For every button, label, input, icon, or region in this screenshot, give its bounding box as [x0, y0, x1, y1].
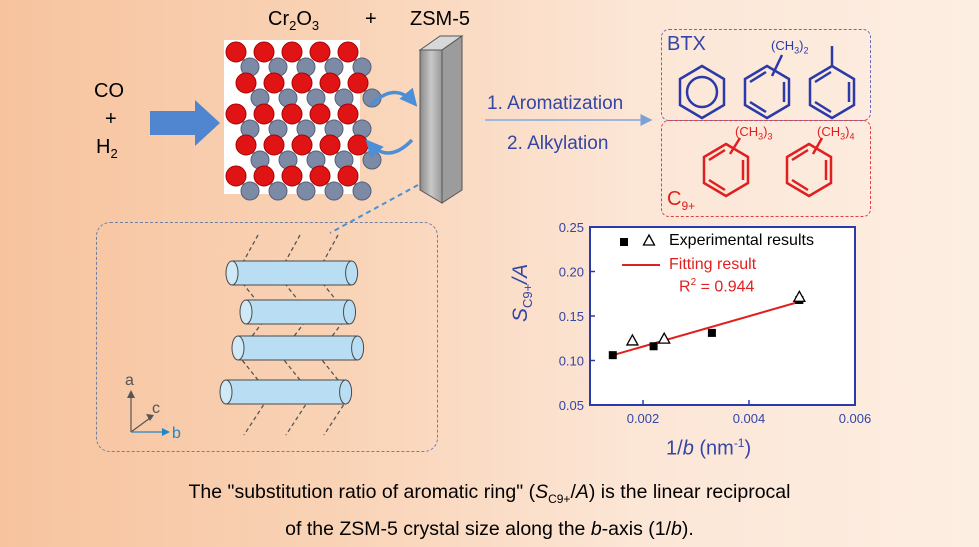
legend-triangle-marker: [642, 233, 656, 246]
data-point-triangle: [625, 333, 639, 346]
x-tick-label: 0.002: [627, 411, 660, 426]
feed-plus: +: [105, 108, 117, 130]
feed-co: CO: [94, 80, 124, 102]
fit-line: [612, 300, 800, 357]
axis-b-label: b: [172, 425, 181, 442]
feed-arrow: [150, 100, 220, 146]
c9-substituent-b: (CH3)4: [817, 124, 855, 142]
cr2o3-label: Cr2O3: [268, 8, 320, 33]
chart-ylabel: SC9+/A: [509, 263, 536, 322]
x-tick-label: 0.004: [733, 411, 766, 426]
c9-molecules: [702, 137, 833, 198]
legend-square-marker: [620, 238, 628, 246]
axis-a-label: a: [125, 372, 134, 389]
crystal-axes-icon: [127, 390, 170, 436]
zsm5-zoom-box: [96, 222, 438, 452]
caption: The "substitution ratio of aromatic ring…: [0, 477, 979, 544]
zoom-connector: [329, 184, 419, 234]
y-tick-label: 0.05: [559, 398, 584, 413]
plus-sign: +: [365, 8, 377, 30]
legend-r2: R2 = 0.944: [679, 277, 755, 296]
data-point-square: [649, 342, 658, 351]
chart-xlabel: 1/b (nm-1): [666, 436, 752, 460]
c9-label: C9+: [667, 188, 696, 213]
scatter-chart: 0.05 0.10 0.15 0.20 0.25 0.002 0.004 0.006: [559, 220, 872, 426]
data-point-square: [707, 328, 716, 337]
legend-fitting: Fitting result: [669, 256, 757, 273]
caption-line-2: of the ZSM-5 crystal size along the b-ax…: [285, 517, 694, 540]
x-tick-label: 0.006: [839, 411, 872, 426]
exchange-arrows: [365, 87, 418, 159]
reaction-step-1: 1. Aromatization: [487, 93, 624, 114]
feed-h2: H2: [96, 136, 118, 161]
y-tick-label: 0.15: [559, 309, 584, 324]
legend-experimental: Experimental results: [669, 232, 814, 249]
cr2o3-crystal-image: [224, 40, 382, 201]
zsm5-crystal: [418, 35, 464, 204]
c9-substituent-a: (CH3)3: [735, 124, 773, 142]
chart-plot-area: [589, 226, 856, 406]
btx-substituent: (CH3)2: [771, 38, 809, 56]
axis-c-label: c: [152, 400, 160, 417]
zsm5-label: ZSM-5: [410, 8, 470, 30]
reaction-step-2: 2. Alkylation: [507, 133, 609, 154]
data-point-triangle: [657, 331, 671, 344]
zsm5-channel-structure: [219, 234, 365, 436]
btx-label: BTX: [667, 33, 706, 55]
caption-line-1: The "substitution ratio of aromatic ring…: [188, 481, 791, 506]
btx-molecules: [678, 46, 856, 120]
y-tick-label: 0.20: [559, 265, 584, 280]
y-tick-label: 0.10: [559, 354, 584, 369]
y-tick-label: 0.25: [559, 220, 584, 235]
data-point-triangle: [792, 289, 806, 302]
data-point-square: [608, 351, 617, 360]
c9-box: [661, 120, 871, 217]
